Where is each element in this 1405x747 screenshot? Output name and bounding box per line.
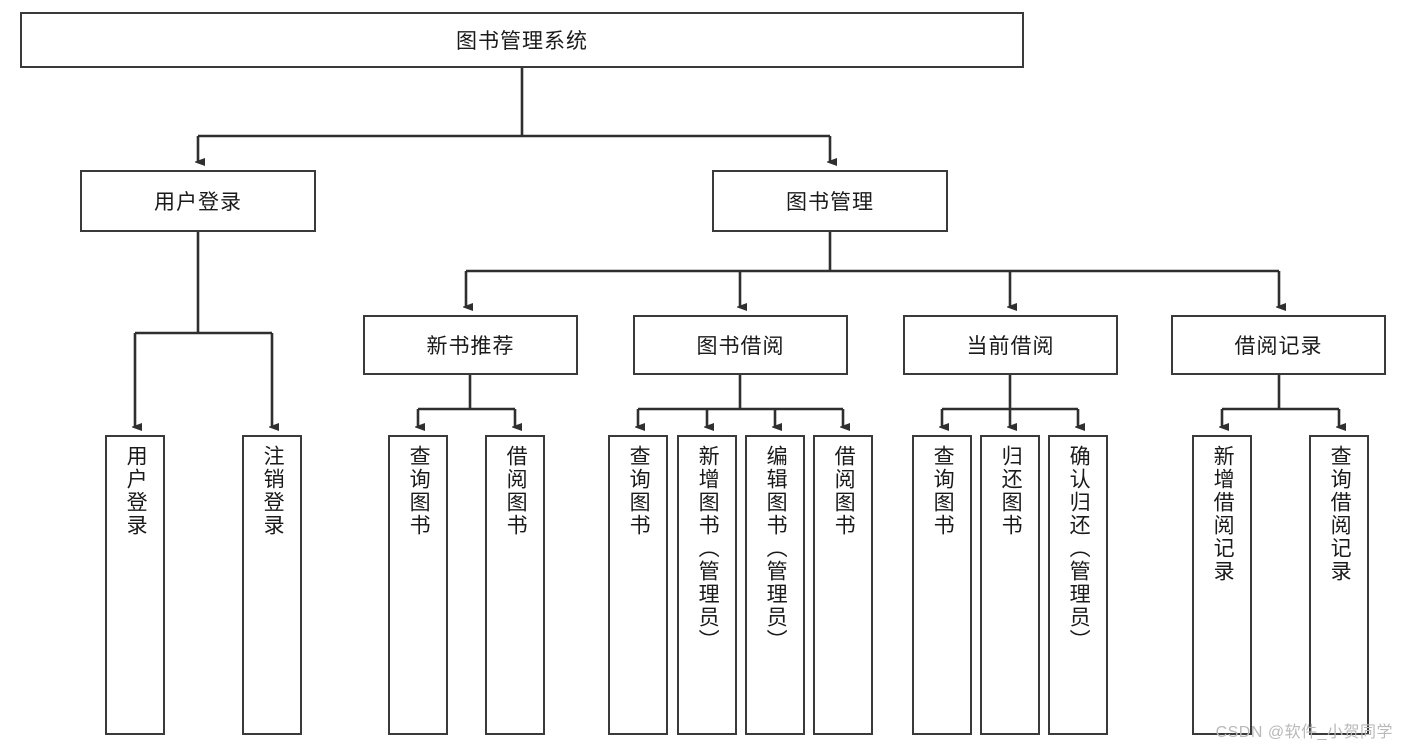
- leaf-user-logout[interactable]: 注销登录: [242, 435, 302, 735]
- node-borrow-record[interactable]: 借阅记录: [1171, 315, 1386, 375]
- node-current-borrow[interactable]: 当前借阅: [903, 315, 1118, 375]
- csdn-watermark: CSDN @软件_小贺同学: [1215, 724, 1393, 741]
- node-current-borrow-label: 当前借阅: [966, 335, 1055, 358]
- leaf-add-book[interactable]: 新增图书（管理员）: [677, 435, 737, 735]
- leaf-query-record-label: 查询借阅记录: [1328, 445, 1352, 583]
- node-new-book-recommend[interactable]: 新书推荐: [363, 315, 578, 375]
- leaf-query-book-3-label: 查询图书: [931, 445, 955, 537]
- leaf-query-book-2[interactable]: 查询图书: [608, 435, 668, 735]
- leaf-query-book-1-label: 查询图书: [407, 445, 431, 537]
- node-book-borrow[interactable]: 图书借阅: [633, 315, 848, 375]
- leaf-add-book-label: 新增图书（管理员）: [696, 445, 720, 652]
- leaf-borrow-book-1-label: 借阅图书: [504, 445, 528, 537]
- leaf-edit-book-label: 编辑图书（管理员）: [764, 445, 788, 652]
- node-user-login[interactable]: 用户登录: [80, 170, 316, 232]
- node-user-login-label: 用户登录: [154, 191, 242, 214]
- leaf-confirm-return-label: 确认归还（管理员）: [1067, 445, 1091, 652]
- leaf-query-book-1[interactable]: 查询图书: [388, 435, 448, 735]
- leaf-user-login-label: 用户登录: [124, 445, 148, 537]
- leaf-return-book[interactable]: 归还图书: [980, 435, 1040, 735]
- node-root-label: 图书管理系统: [456, 30, 588, 53]
- leaf-edit-book[interactable]: 编辑图书（管理员）: [745, 435, 805, 735]
- node-book-manage[interactable]: 图书管理: [712, 170, 948, 232]
- leaf-borrow-book-2-label: 借阅图书: [832, 445, 856, 537]
- leaf-confirm-return[interactable]: 确认归还（管理员）: [1048, 435, 1108, 735]
- leaf-return-book-label: 归还图书: [999, 445, 1023, 537]
- leaf-borrow-book-2[interactable]: 借阅图书: [813, 435, 873, 735]
- node-root-system[interactable]: 图书管理系统: [20, 12, 1024, 68]
- leaf-user-logout-label: 注销登录: [261, 445, 285, 537]
- node-book-manage-label: 图书管理: [786, 191, 874, 214]
- node-borrow-record-label: 借阅记录: [1234, 335, 1323, 358]
- leaf-add-record-label: 新增借阅记录: [1211, 445, 1235, 583]
- leaf-query-book-3[interactable]: 查询图书: [912, 435, 972, 735]
- leaf-query-record[interactable]: 查询借阅记录: [1309, 435, 1369, 735]
- leaf-add-record[interactable]: 新增借阅记录: [1192, 435, 1252, 735]
- leaf-user-login[interactable]: 用户登录: [105, 435, 165, 735]
- leaf-query-book-2-label: 查询图书: [627, 445, 651, 537]
- node-new-book-recommend-label: 新书推荐: [426, 335, 515, 358]
- node-book-borrow-label: 图书借阅: [696, 335, 785, 358]
- leaf-borrow-book-1[interactable]: 借阅图书: [485, 435, 545, 735]
